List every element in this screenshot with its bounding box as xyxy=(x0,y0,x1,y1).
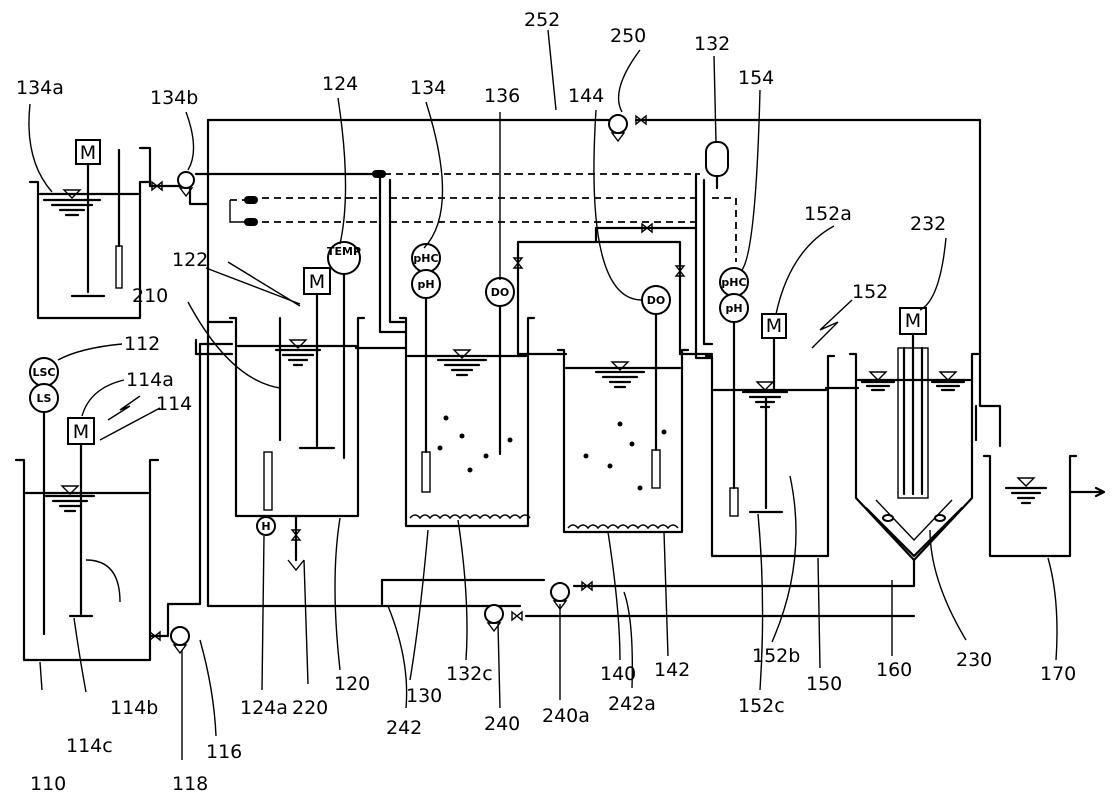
tank-150 xyxy=(704,354,836,558)
svg-text:M: M xyxy=(309,271,325,293)
pump-134b-icon xyxy=(177,171,195,189)
ref-152c: 152c xyxy=(738,695,785,717)
svg-text:DO: DO xyxy=(491,286,509,299)
ref-252: 252 xyxy=(524,9,560,31)
tank-170 xyxy=(982,454,1106,558)
ref-220: 220 xyxy=(292,697,328,719)
svg-text:M: M xyxy=(905,310,921,332)
svg-text:M: M xyxy=(80,142,96,164)
ref-232: 232 xyxy=(910,213,946,235)
svg-text:LSC: LSC xyxy=(32,366,55,379)
motor-152a-icon: M xyxy=(748,313,787,514)
ref-240a: 240a xyxy=(542,705,590,727)
ref-134a: 134a xyxy=(16,77,64,99)
ref-140: 140 xyxy=(600,663,636,685)
svg-text:DO: DO xyxy=(647,294,665,307)
ref-150: 150 xyxy=(806,673,842,695)
ref-170: 170 xyxy=(1040,663,1076,685)
motor-232-icon: M xyxy=(897,307,929,499)
leader-lines xyxy=(28,29,1058,760)
ref-116: 116 xyxy=(206,741,242,763)
ref-114: 114 xyxy=(156,393,192,415)
ref-130: 130 xyxy=(406,685,442,707)
ref-124a: 124a xyxy=(240,697,288,719)
ref-114b: 114b xyxy=(110,697,158,719)
ref-112: 112 xyxy=(124,333,160,355)
ref-152a: 152a xyxy=(804,203,852,225)
svg-text:pH: pH xyxy=(417,278,434,291)
ref-240: 240 xyxy=(484,713,520,735)
svg-text:pHC: pHC xyxy=(721,276,746,289)
ref-120: 120 xyxy=(334,673,370,695)
ref-242a: 242a xyxy=(608,693,656,715)
svg-text:LS: LS xyxy=(37,392,52,405)
aeration-bubbles xyxy=(437,415,667,491)
ref-144: 144 xyxy=(568,85,604,107)
svg-text:M: M xyxy=(766,315,782,337)
ref-152b: 152b xyxy=(752,645,800,667)
ref-114a: 114a xyxy=(126,369,174,391)
motor-134a-icon: M xyxy=(70,139,106,298)
ref-134: 134 xyxy=(410,77,446,99)
motors: M M M M M xyxy=(67,139,929,618)
svg-text:pHC: pHC xyxy=(413,252,438,265)
piping xyxy=(138,118,1002,638)
pump-132-icon xyxy=(705,141,729,177)
pump-240a-icon xyxy=(550,582,570,602)
ref-134b: 134b xyxy=(150,87,198,109)
svg-text:TEMP: TEMP xyxy=(327,245,361,258)
ref-132: 132 xyxy=(694,33,730,55)
instruments: LSC LS TEMP pHC pH DO DO pHC pH H xyxy=(29,241,749,536)
pump-240-icon xyxy=(484,604,504,624)
tank-140 xyxy=(556,348,690,534)
ref-210: 210 xyxy=(132,285,168,307)
ref-142: 142 xyxy=(654,659,690,681)
ref-250: 250 xyxy=(610,25,646,47)
pump-118-icon xyxy=(170,626,190,646)
ref-154: 154 xyxy=(738,67,774,89)
pumps xyxy=(170,114,729,655)
ref-110: 110 xyxy=(30,773,66,795)
tank-110 xyxy=(14,458,160,662)
svg-text:M: M xyxy=(73,421,89,443)
svg-text:H: H xyxy=(261,520,270,533)
ref-132c: 132c xyxy=(446,663,493,685)
ref-152: 152 xyxy=(852,281,888,303)
ref-136: 136 xyxy=(484,85,520,107)
motor-114a-icon: M xyxy=(67,417,95,618)
pump-250-icon xyxy=(608,114,628,134)
ref-242: 242 xyxy=(386,717,422,739)
ref-160: 160 xyxy=(876,659,912,681)
ref-122: 122 xyxy=(172,249,208,271)
water-level-symbols xyxy=(42,189,1048,513)
svg-text:pH: pH xyxy=(725,302,742,315)
dashed-line-terminals xyxy=(244,170,386,226)
probes xyxy=(42,148,739,636)
motor-122-icon: M xyxy=(298,267,336,450)
ref-124: 124 xyxy=(322,73,358,95)
valves xyxy=(149,114,686,642)
ref-230: 230 xyxy=(956,649,992,671)
tank-130 xyxy=(398,316,536,528)
reference-numerals: 134a 134b 124 134 136 252 250 144 132 15… xyxy=(16,9,1076,795)
ref-114c: 114c xyxy=(66,735,113,757)
ref-118: 118 xyxy=(172,773,208,795)
